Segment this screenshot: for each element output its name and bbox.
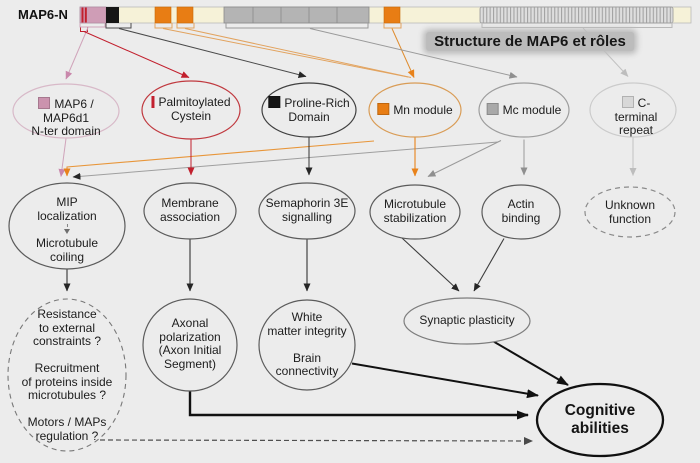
node-label-cognitive-abilities: Cognitive abilities — [564, 402, 636, 438]
node-label-axonal-polarization: Axonal polarization (Axon Initial Segmen… — [158, 316, 222, 371]
arrow-nter-to-mip — [58, 138, 67, 177]
bar-cystein-stripe — [81, 7, 84, 23]
node-label-actin-binding: Actin binding — [501, 197, 541, 225]
arrow-bar-to-mn-3 — [391, 28, 415, 78]
bracket-cterminal — [481, 22, 673, 28]
bar-proline-region — [106, 7, 119, 23]
diagram-title: Structure de MAP6 et rôles — [426, 32, 634, 51]
node-ellipse-microtubule-stabilization — [369, 184, 461, 240]
bracket-proline — [105, 23, 132, 29]
proline-text: Proline-Rich Domain — [284, 96, 350, 124]
node-label-mc-module: Mc module — [486, 103, 562, 118]
arrow-synaptic-to-cognitive — [490, 339, 569, 386]
node-ellipse-axonal-polarization — [142, 298, 238, 392]
arrow-bar-to-mn-2 — [184, 28, 412, 78]
dashed-down-arrow-icon — [63, 224, 70, 235]
node-ellipse-mn-module — [368, 82, 462, 138]
node-ellipse-membrane-association — [143, 182, 237, 240]
arrow-bar-to-cystein — [83, 31, 190, 78]
node-label-mn-module: Mn module — [377, 103, 453, 118]
bar-nter-region — [79, 6, 107, 24]
node-ellipse-synaptic-plasticity — [403, 297, 531, 345]
bar-to-domain-arrows — [65, 27, 629, 80]
nter-domain-text: MAP6 / MAP6d1 N-ter domain — [31, 97, 101, 139]
node-ellipse-unknown-function — [584, 186, 676, 238]
outcome-nodes — [7, 297, 665, 458]
bracket-nter — [79, 23, 106, 28]
bracket-mn1 — [154, 23, 173, 29]
node-ellipse-actin-binding — [481, 184, 561, 240]
bar-mc-dividers — [252, 7, 338, 23]
arrow-axonal-to-cognitive — [188, 390, 529, 420]
function-to-outcome-arrows — [63, 237, 505, 292]
node-ellipse-mc-module — [478, 82, 570, 138]
node-label-cterminal-repeat: C-terminal repeat — [604, 96, 668, 138]
orange-square-icon — [377, 103, 390, 115]
node-label-nter-domain: MAP6 / MAP6d1 N-ter domain — [14, 97, 118, 139]
arrow-whitematter-to-cognitive — [351, 362, 539, 399]
arrow-stabilization-to-synaptic — [401, 237, 460, 292]
arrow-mc-to-stabilization — [427, 140, 502, 177]
bracket-mc — [225, 23, 369, 29]
node-ellipse-semaphorin — [258, 182, 356, 240]
mip-text-bottom: Microtubule coiling — [35, 236, 99, 264]
red-bar-icon — [151, 96, 155, 108]
node-ellipse-cterminal-repeat — [589, 82, 677, 138]
cterminal-text: C-terminal repeat — [614, 96, 658, 138]
node-ellipse-cognitive-abilities — [535, 382, 665, 458]
pink-square-icon — [38, 97, 51, 109]
bar-mn-region-2 — [176, 6, 194, 24]
lightgray-square-icon — [621, 96, 634, 108]
arrow-bar-to-proline — [118, 28, 307, 79]
map6-protein-bar — [79, 6, 692, 24]
node-label-membrane-association: Membrane association — [159, 196, 221, 224]
node-label-synaptic-plasticity: Synaptic plasticity — [419, 313, 515, 327]
protein-bar-label: MAP6-N — [18, 7, 68, 22]
arrow-bar-to-nter — [65, 27, 89, 80]
node-label-proline-rich: Proline-Rich Domain — [268, 96, 350, 124]
bracket-mn2 — [176, 23, 195, 29]
cystein-text: Palmitoylated Cystein — [158, 95, 231, 123]
node-label-white-matter: White matter integrity Brain connectivit… — [267, 310, 347, 379]
arrow-mc-to-mip — [72, 141, 499, 180]
black-square-icon — [268, 96, 281, 108]
bar-mn-region-3 — [383, 6, 401, 24]
node-ellipse-proline-rich — [261, 82, 357, 138]
arrow-bar-to-mc — [309, 28, 518, 79]
arrow-mn-to-mip — [63, 140, 375, 177]
gray-square-icon — [486, 103, 499, 115]
node-label-semaphorin: Semaphorin 3E signalling — [265, 196, 349, 224]
node-label-resistance-questions: Resistance to external constraints ? Rec… — [21, 307, 113, 443]
mc-module-text: Mc module — [502, 103, 562, 117]
bar-cterminal-repeat-region — [479, 6, 674, 24]
node-ellipse-palmitoylated-cystein — [141, 80, 241, 140]
mip-text-top: MIP localization — [37, 195, 97, 223]
node-label-palmitoylated-cystein: Palmitoylated Cystein — [151, 95, 231, 123]
domain-to-function-arrows — [58, 137, 637, 180]
mn-module-text: Mn module — [393, 103, 453, 117]
node-label-microtubule-stabilization: Microtubule stabilization — [383, 197, 447, 225]
node-label-unknown-function: Unknown function — [604, 198, 656, 226]
node-ellipse-white-matter — [258, 299, 356, 391]
bracket-mn3 — [383, 23, 402, 29]
outcome-to-cognitive-arrows — [99, 339, 569, 445]
arrow-bar-to-mn-1 — [162, 28, 409, 78]
node-ellipse-resistance-questions — [7, 298, 127, 452]
arrow-actin-to-synaptic — [473, 238, 505, 292]
bar-mn-region-1 — [154, 6, 172, 24]
bar-mc-region — [223, 6, 370, 24]
arrow-resistance-to-cognitive-dashed — [99, 436, 533, 445]
bar-cystein-stripe — [84, 7, 87, 23]
domain-nodes — [12, 80, 677, 140]
